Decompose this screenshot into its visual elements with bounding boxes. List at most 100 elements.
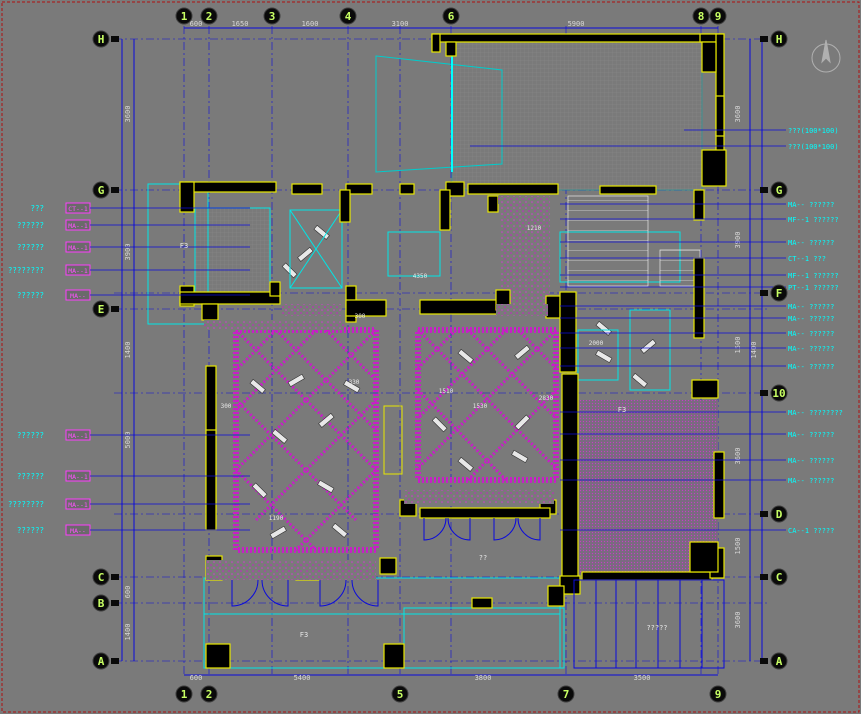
left-label-text: ?????? [17, 291, 44, 300]
left-label-text: ???????? [8, 266, 44, 275]
right-label-text: MA-- ?????? [788, 477, 834, 485]
right-label-text: MA-- ?????? [788, 431, 834, 439]
axis-bubble-label: C [98, 571, 105, 584]
inner-dim-text: 330 [349, 379, 360, 386]
axis-left-H: H [92, 30, 110, 48]
axis-right-C: C [770, 568, 788, 586]
axis-bubble-label: B [98, 597, 105, 610]
light-fixture [595, 349, 613, 364]
axis-bottom-7: 7 [557, 685, 575, 703]
wall-segment [581, 571, 713, 581]
axis-bottom-1: 1 [175, 685, 193, 703]
right-label-text: MA-- ?????? [788, 330, 834, 338]
axis-bubble-label: 3 [269, 10, 276, 23]
wall-segment [291, 183, 323, 195]
axis-right-D: D [770, 505, 788, 523]
walls [179, 33, 727, 669]
light-fixture [331, 522, 348, 538]
inner-dim-text: 1530 [473, 403, 488, 410]
right-label-text: MA-- ???????? [788, 409, 843, 417]
dim-text-right: 3600 [734, 612, 742, 629]
room-label: F3 [300, 631, 308, 639]
axis-right-tick [760, 187, 768, 193]
room-label: F3 [180, 242, 188, 250]
left-label-tag: MA--1 [68, 473, 88, 481]
light-fixture [514, 414, 531, 431]
wall-segment [269, 281, 281, 297]
wall-segment [431, 33, 441, 53]
axis-bubble-circle [92, 181, 110, 199]
wall-segment [345, 183, 373, 195]
axis-top-1: 1 [175, 7, 193, 25]
top-notes: ???(100*100)???(100*100) [470, 127, 839, 151]
corridor-floor [500, 196, 550, 304]
wall-segment [179, 181, 195, 213]
doors [231, 517, 541, 607]
dim-text-left: 5000 [124, 432, 132, 449]
room-labels: F3F3F3???????300300121020001510119015302… [180, 225, 668, 639]
inner-dim-text: 1210 [527, 225, 542, 232]
upper-terrace-tile [451, 41, 703, 191]
axis-bubble-circle [770, 284, 788, 302]
axis-bubble-circle [770, 30, 788, 48]
axis-bubble-circle [339, 7, 357, 25]
ceiling-panel-west [233, 327, 379, 553]
hatched-wall [498, 196, 550, 204]
inner-dim-text: 2000 [589, 340, 604, 347]
light-fixture [249, 378, 266, 394]
axis-bubble-circle [692, 7, 710, 25]
wall-segment [205, 643, 231, 669]
axis-bubble-label: H [98, 33, 105, 46]
left-label-tag: MA--1 [68, 244, 88, 252]
axis-bubble-label: 10 [772, 387, 785, 400]
axis-bubble-label: A [776, 655, 783, 668]
light-fixture [317, 479, 335, 494]
axis-bubble-label: E [98, 303, 105, 316]
axis-bottom-5: 5 [391, 685, 409, 703]
light-fixture [318, 412, 335, 428]
axis-bubble-circle [175, 685, 193, 703]
axis-bubble-circle [92, 568, 110, 586]
axis-bubble-circle [391, 685, 409, 703]
wall-segment [399, 183, 415, 195]
right-label-text: CA--1 ????? [788, 527, 834, 535]
light-fixture [313, 224, 330, 240]
light-fixture [640, 338, 657, 354]
wall-segment [419, 299, 501, 315]
wall-segment [345, 299, 387, 317]
wall-segment [693, 189, 705, 221]
wall-segment [431, 33, 723, 43]
room-label: F3 [618, 406, 626, 414]
dim-text-bottom: 5400 [294, 674, 311, 682]
right-label-text: MA-- ?????? [788, 303, 834, 311]
wall-segment [439, 189, 451, 231]
axis-left-tick [111, 600, 119, 606]
dim-text-top: 5900 [568, 20, 585, 28]
hatched-wall [204, 320, 344, 330]
light-fixture [343, 379, 361, 394]
inner-dim-text: 1190 [269, 515, 284, 522]
left-label-text: ?????? [17, 526, 44, 535]
left-label-tag: MA--1 [68, 267, 88, 275]
light-fixture [631, 372, 648, 388]
axis-bubble-circle [770, 181, 788, 199]
inner-dim-text: 2830 [539, 395, 554, 402]
dim-text-left: 3900 [124, 244, 132, 261]
wall-segment [599, 185, 657, 195]
axis-bubble-circle [709, 7, 727, 25]
right-label-text: MA-- ?????? [788, 363, 834, 371]
wall-segment [419, 507, 551, 519]
axis-bubble-circle [770, 652, 788, 670]
wall-segment [487, 195, 499, 213]
axis-top-2: 2 [200, 7, 218, 25]
light-fixture [514, 344, 531, 360]
axis-right-tick [760, 290, 768, 296]
wall-segment [561, 373, 579, 595]
room-label: ?? [479, 554, 487, 562]
axis-right-tick [760, 658, 768, 664]
axis-left-tick [111, 574, 119, 580]
axis-bubble-label: 8 [698, 10, 705, 23]
ceiling-panel-east [415, 327, 559, 483]
axis-left-tick [111, 36, 119, 42]
